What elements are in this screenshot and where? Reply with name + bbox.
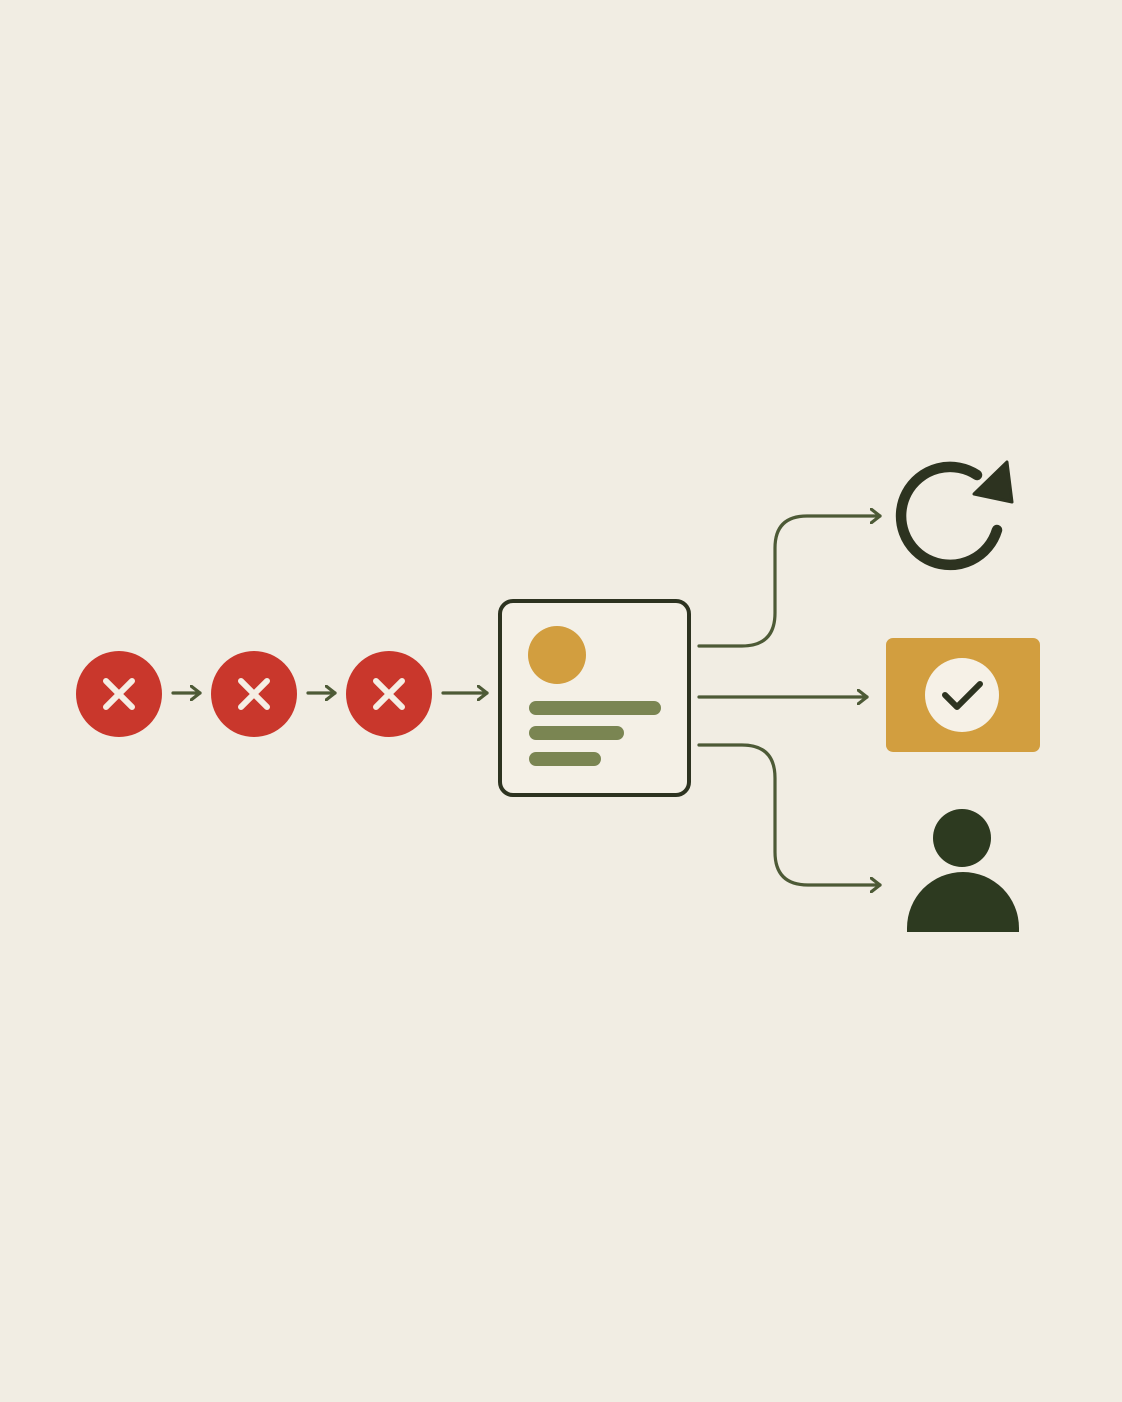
failure-circle-2 <box>211 651 297 737</box>
failure-circle-1 <box>76 651 162 737</box>
retry-icon <box>895 460 1014 571</box>
branch-arrow-retry <box>697 516 882 648</box>
person-icon <box>907 809 1019 932</box>
x-icon <box>103 678 135 710</box>
check-circle-icon <box>925 658 999 732</box>
profile-card <box>498 599 691 797</box>
failure-sequence <box>76 651 489 737</box>
x-icon <box>238 678 270 710</box>
success-panel <box>886 638 1040 752</box>
failure-circle-3 <box>346 651 432 737</box>
branch-arrow-human <box>697 743 882 885</box>
card-avatar-dot <box>528 626 586 684</box>
x-icon <box>373 678 405 710</box>
